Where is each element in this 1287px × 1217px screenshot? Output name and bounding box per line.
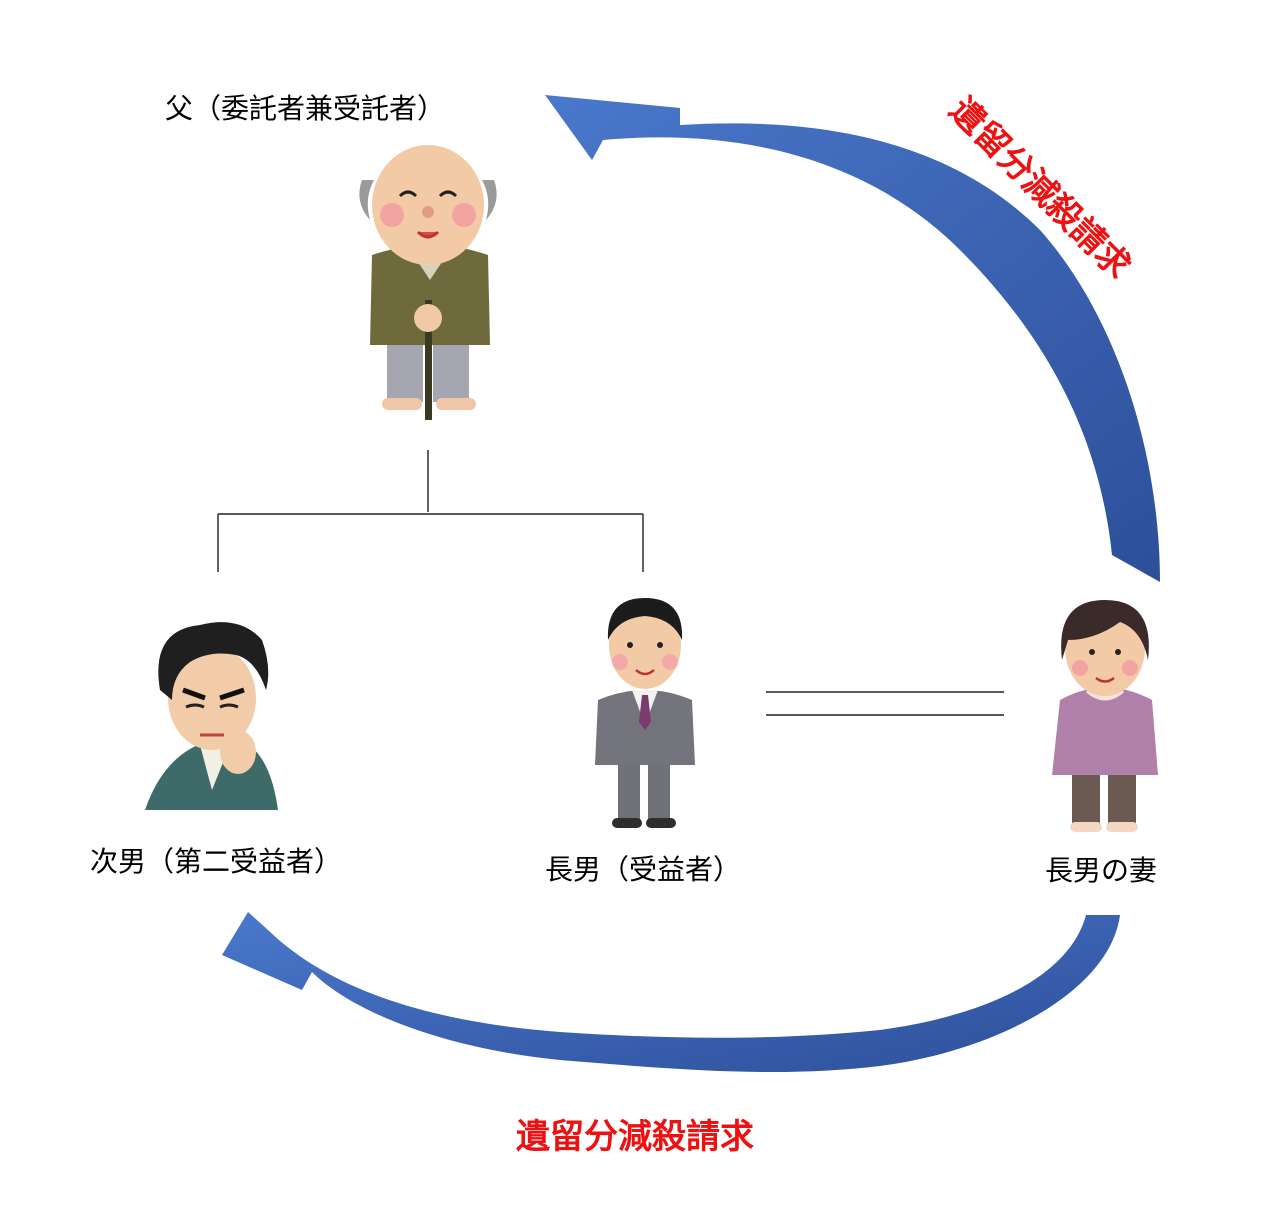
man-in-suit-icon xyxy=(595,598,695,828)
elderly-man-with-cane-icon xyxy=(359,145,497,420)
smiling-woman-icon xyxy=(1052,600,1158,832)
father-label: 父（委託者兼受託者） xyxy=(165,92,445,125)
eldest-son-label: 長男（受益者） xyxy=(545,853,741,886)
lower-claim-arrow xyxy=(222,912,1120,1073)
second-son-label: 次男（第二受益者） xyxy=(90,845,342,878)
lower-claim-label: 遺留分減殺請求 xyxy=(516,1117,754,1157)
frowning-man-in-kimono-icon xyxy=(145,622,278,810)
wife-label: 長男の妻 xyxy=(1045,854,1157,887)
upper-claim-arrow xyxy=(545,95,1160,582)
